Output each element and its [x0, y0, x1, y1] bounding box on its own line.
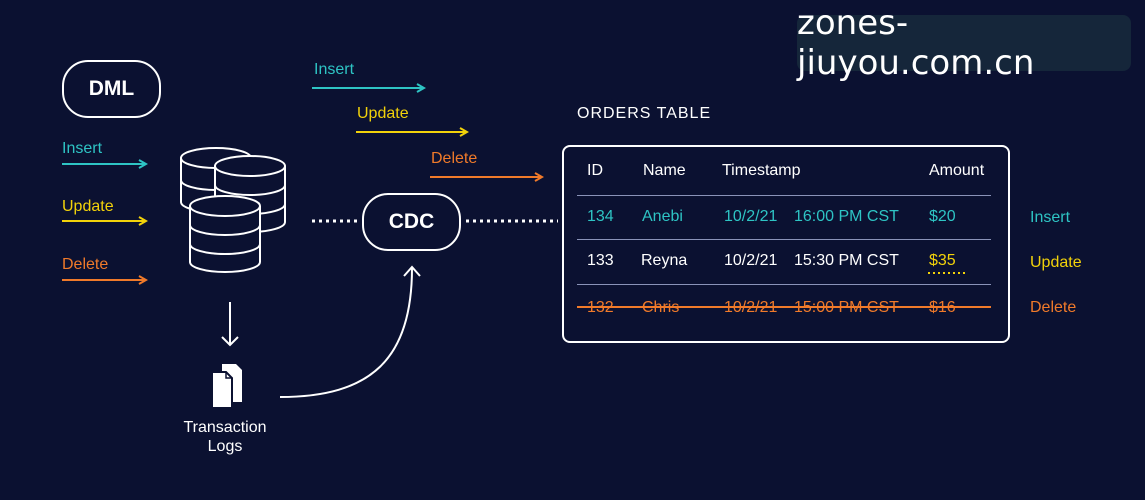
- arrow-up-curve-icon: [279, 265, 421, 398]
- row-delete-name: Chris: [642, 299, 680, 316]
- dml-node: DML: [62, 60, 161, 118]
- row-update-amount: $35: [929, 252, 956, 269]
- cdc-node: CDC: [362, 193, 461, 251]
- row-insert-date: 10/2/21: [724, 208, 778, 225]
- row-update-name: Reyna: [641, 252, 688, 269]
- row-delete-amount: $16: [929, 299, 956, 316]
- cdc-update-label: Update: [357, 105, 409, 122]
- row-delete-time: 15:00 PM CST: [794, 299, 899, 316]
- row-insert-id: 134: [587, 208, 614, 225]
- dml-delete-label: Delete: [62, 256, 109, 273]
- table-divider: [577, 195, 991, 196]
- orders-table-title: ORDERS TABLE: [577, 105, 712, 122]
- row-insert-name: Anebi: [642, 208, 683, 225]
- row-insert-op: Insert: [1030, 209, 1071, 226]
- row-insert-amount: $20: [929, 208, 956, 225]
- row-update-date: 10/2/21: [724, 252, 778, 269]
- row-delete-date: 10/2/21: [724, 299, 778, 316]
- database-icon: [180, 147, 286, 273]
- row-delete-id: 132: [587, 299, 614, 316]
- dml-label: DML: [88, 77, 135, 100]
- logs-line-2: Logs: [207, 438, 243, 455]
- dml-update-label: Update: [62, 198, 114, 215]
- header-timestamp: Timestamp: [722, 162, 801, 179]
- cdc-label: CDC: [388, 210, 435, 233]
- arrow-down-icon: [221, 302, 239, 347]
- row-update-time: 15:30 PM CST: [794, 252, 899, 269]
- documents-icon: [211, 364, 242, 409]
- header-id: ID: [587, 162, 603, 179]
- header-name: Name: [643, 162, 686, 179]
- transaction-logs-label: Transaction Logs: [170, 418, 280, 456]
- row-update-id: 133: [587, 252, 614, 269]
- row-update-op: Update: [1030, 254, 1082, 271]
- table-divider: [577, 284, 991, 285]
- cdc-delete-label: Delete: [431, 150, 478, 167]
- row-delete-op: Delete: [1030, 299, 1077, 316]
- cdc-insert-label: Insert: [314, 61, 355, 78]
- logs-line-1: Transaction: [183, 419, 267, 436]
- table-divider: [577, 239, 991, 240]
- header-amount: Amount: [929, 162, 985, 179]
- row-insert-time: 16:00 PM CST: [794, 208, 899, 225]
- orders-table: [562, 145, 1010, 343]
- dml-insert-label: Insert: [62, 140, 103, 157]
